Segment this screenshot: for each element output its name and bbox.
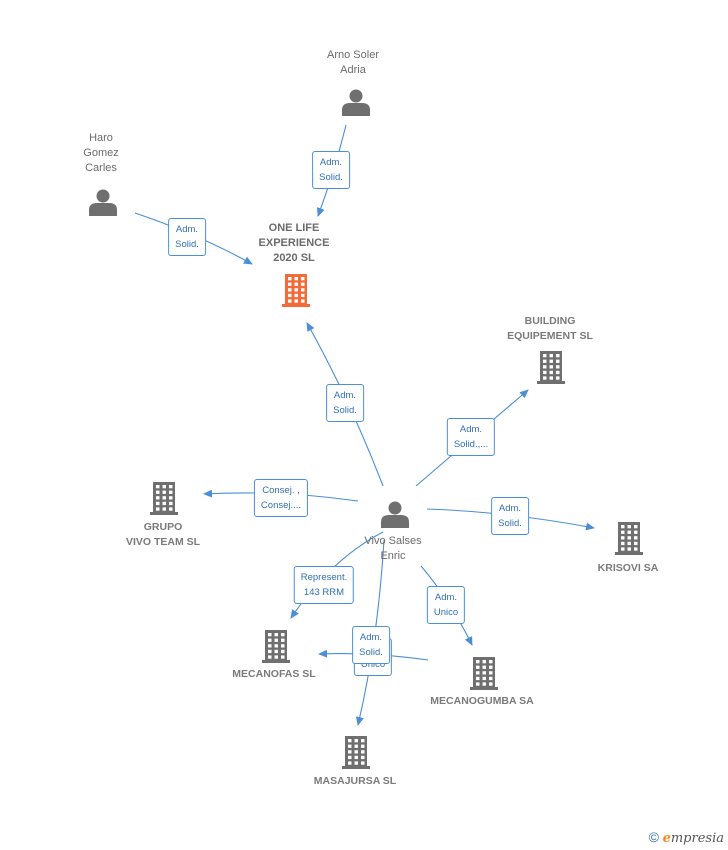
edge-label-line: Solid.,... (453, 439, 489, 450)
node-label-line: MECANOFAS SL (232, 668, 316, 680)
building-icon-krisovi[interactable] (615, 522, 643, 555)
edge-label-vivo-to-masajursa[interactable]: Adm. Solid. (352, 626, 390, 664)
node-label-line: GRUPO (143, 521, 183, 533)
node-label-line: Carles (85, 162, 117, 174)
edge-label-vivo-to-building[interactable]: Adm. Solid.,... (446, 418, 496, 456)
edge-label-haro-to-onelife[interactable]: Adm. Solid. (168, 218, 206, 256)
building-icon-mecanofas[interactable] (262, 630, 290, 663)
edge-label-line: Adm. (359, 632, 383, 643)
edge-label-line: Unico (360, 659, 386, 670)
person-icon-haro[interactable] (89, 189, 117, 217)
building-icon-onelife[interactable] (282, 274, 310, 307)
edge-label-line: Solid. (175, 239, 199, 250)
building-icon-building[interactable] (537, 351, 565, 384)
node-label-line: Vivo Salses (364, 535, 422, 547)
node-label-line: MASAJURSA SL (313, 775, 397, 787)
node-label-building[interactable]: BUILDING EQUIPEMENT SL (507, 314, 593, 344)
building-icon-mecanogumba[interactable] (470, 657, 498, 690)
copyright-icon: © (648, 829, 659, 845)
edge-label-line: Consej.... (260, 500, 302, 511)
node-label-line: EXPERIENCE (258, 237, 330, 249)
footer-brand[interactable]: © empresia (649, 829, 724, 846)
edge-label-line: Consej. , (262, 485, 300, 496)
node-label-grupo[interactable]: GRUPO VIVO TEAM SL (126, 520, 200, 550)
edge-label-line: Adm. (333, 390, 357, 401)
edge-label-vivo-to-mecanogumba[interactable]: Adm. Unico (426, 586, 466, 624)
edge-label-vivo-to-mecanofas[interactable]: Represent. 143 RRM (293, 566, 355, 604)
node-label-line: ONE LIFE (268, 222, 320, 234)
edge-label-arno-to-onelife[interactable]: Adm. Solid. (312, 151, 350, 189)
brand-name: mpresia (670, 831, 724, 846)
edge-label-line: Unico (433, 607, 459, 618)
edge-label-line: Solid. (319, 172, 343, 183)
node-label-line: EQUIPEMENT SL (507, 330, 593, 342)
edge-label-line: Solid. (333, 405, 357, 416)
edge-label-line: Represent. (300, 572, 348, 583)
brand-initial: e (662, 831, 671, 846)
node-label-line: Gomez (83, 147, 119, 159)
edge-label-line: 143 RRM (303, 587, 345, 598)
node-label-line: MECANOGUMBA SA (430, 695, 534, 707)
building-icon-grupo[interactable] (150, 482, 178, 515)
building-icon-masajursa[interactable] (342, 736, 370, 769)
node-label-line: BUILDING (524, 315, 576, 327)
node-label-line: KRISOVI SA (597, 562, 659, 574)
edge-label-vivo-to-krisovi[interactable]: Adm. Solid. (491, 497, 529, 535)
node-label-mecanofas[interactable]: MECANOFAS SL (232, 667, 315, 682)
edge-label-vivo-to-onelife[interactable]: Adm. Solid. (326, 384, 364, 422)
node-label-krisovi[interactable]: KRISOVI SA (598, 561, 659, 576)
edge-label-line: Adm. (319, 157, 343, 168)
edge-label-line: Adm. (459, 424, 483, 435)
person-icon-arno[interactable] (342, 89, 370, 117)
node-label-line: Enric (380, 550, 406, 562)
node-label-masajursa[interactable]: MASAJURSA SL (314, 774, 396, 789)
person-icon-vivo[interactable] (381, 501, 409, 529)
node-label-line: Adria (340, 64, 366, 76)
edge-label-line: Adm. (498, 503, 522, 514)
node-label-line: VIVO TEAM SL (125, 536, 201, 548)
node-label-line: 2020 SL (273, 252, 315, 264)
edge-label-line: Adm. (175, 224, 199, 235)
node-label-line: Haro (89, 132, 113, 144)
edge-label-line: Solid. (359, 647, 383, 658)
edge-label-line: Adm. (434, 592, 458, 603)
node-label-onelife[interactable]: ONE LIFE EXPERIENCE 2020 SL (259, 221, 330, 266)
edge-label-line: Solid. (498, 518, 522, 529)
node-label-line: Arno Soler (327, 49, 379, 61)
edge-label-vivo-to-grupo[interactable]: Consej. , Consej.... (253, 479, 309, 517)
node-label-mecanogumba[interactable]: MECANOGUMBA SA (430, 694, 533, 709)
